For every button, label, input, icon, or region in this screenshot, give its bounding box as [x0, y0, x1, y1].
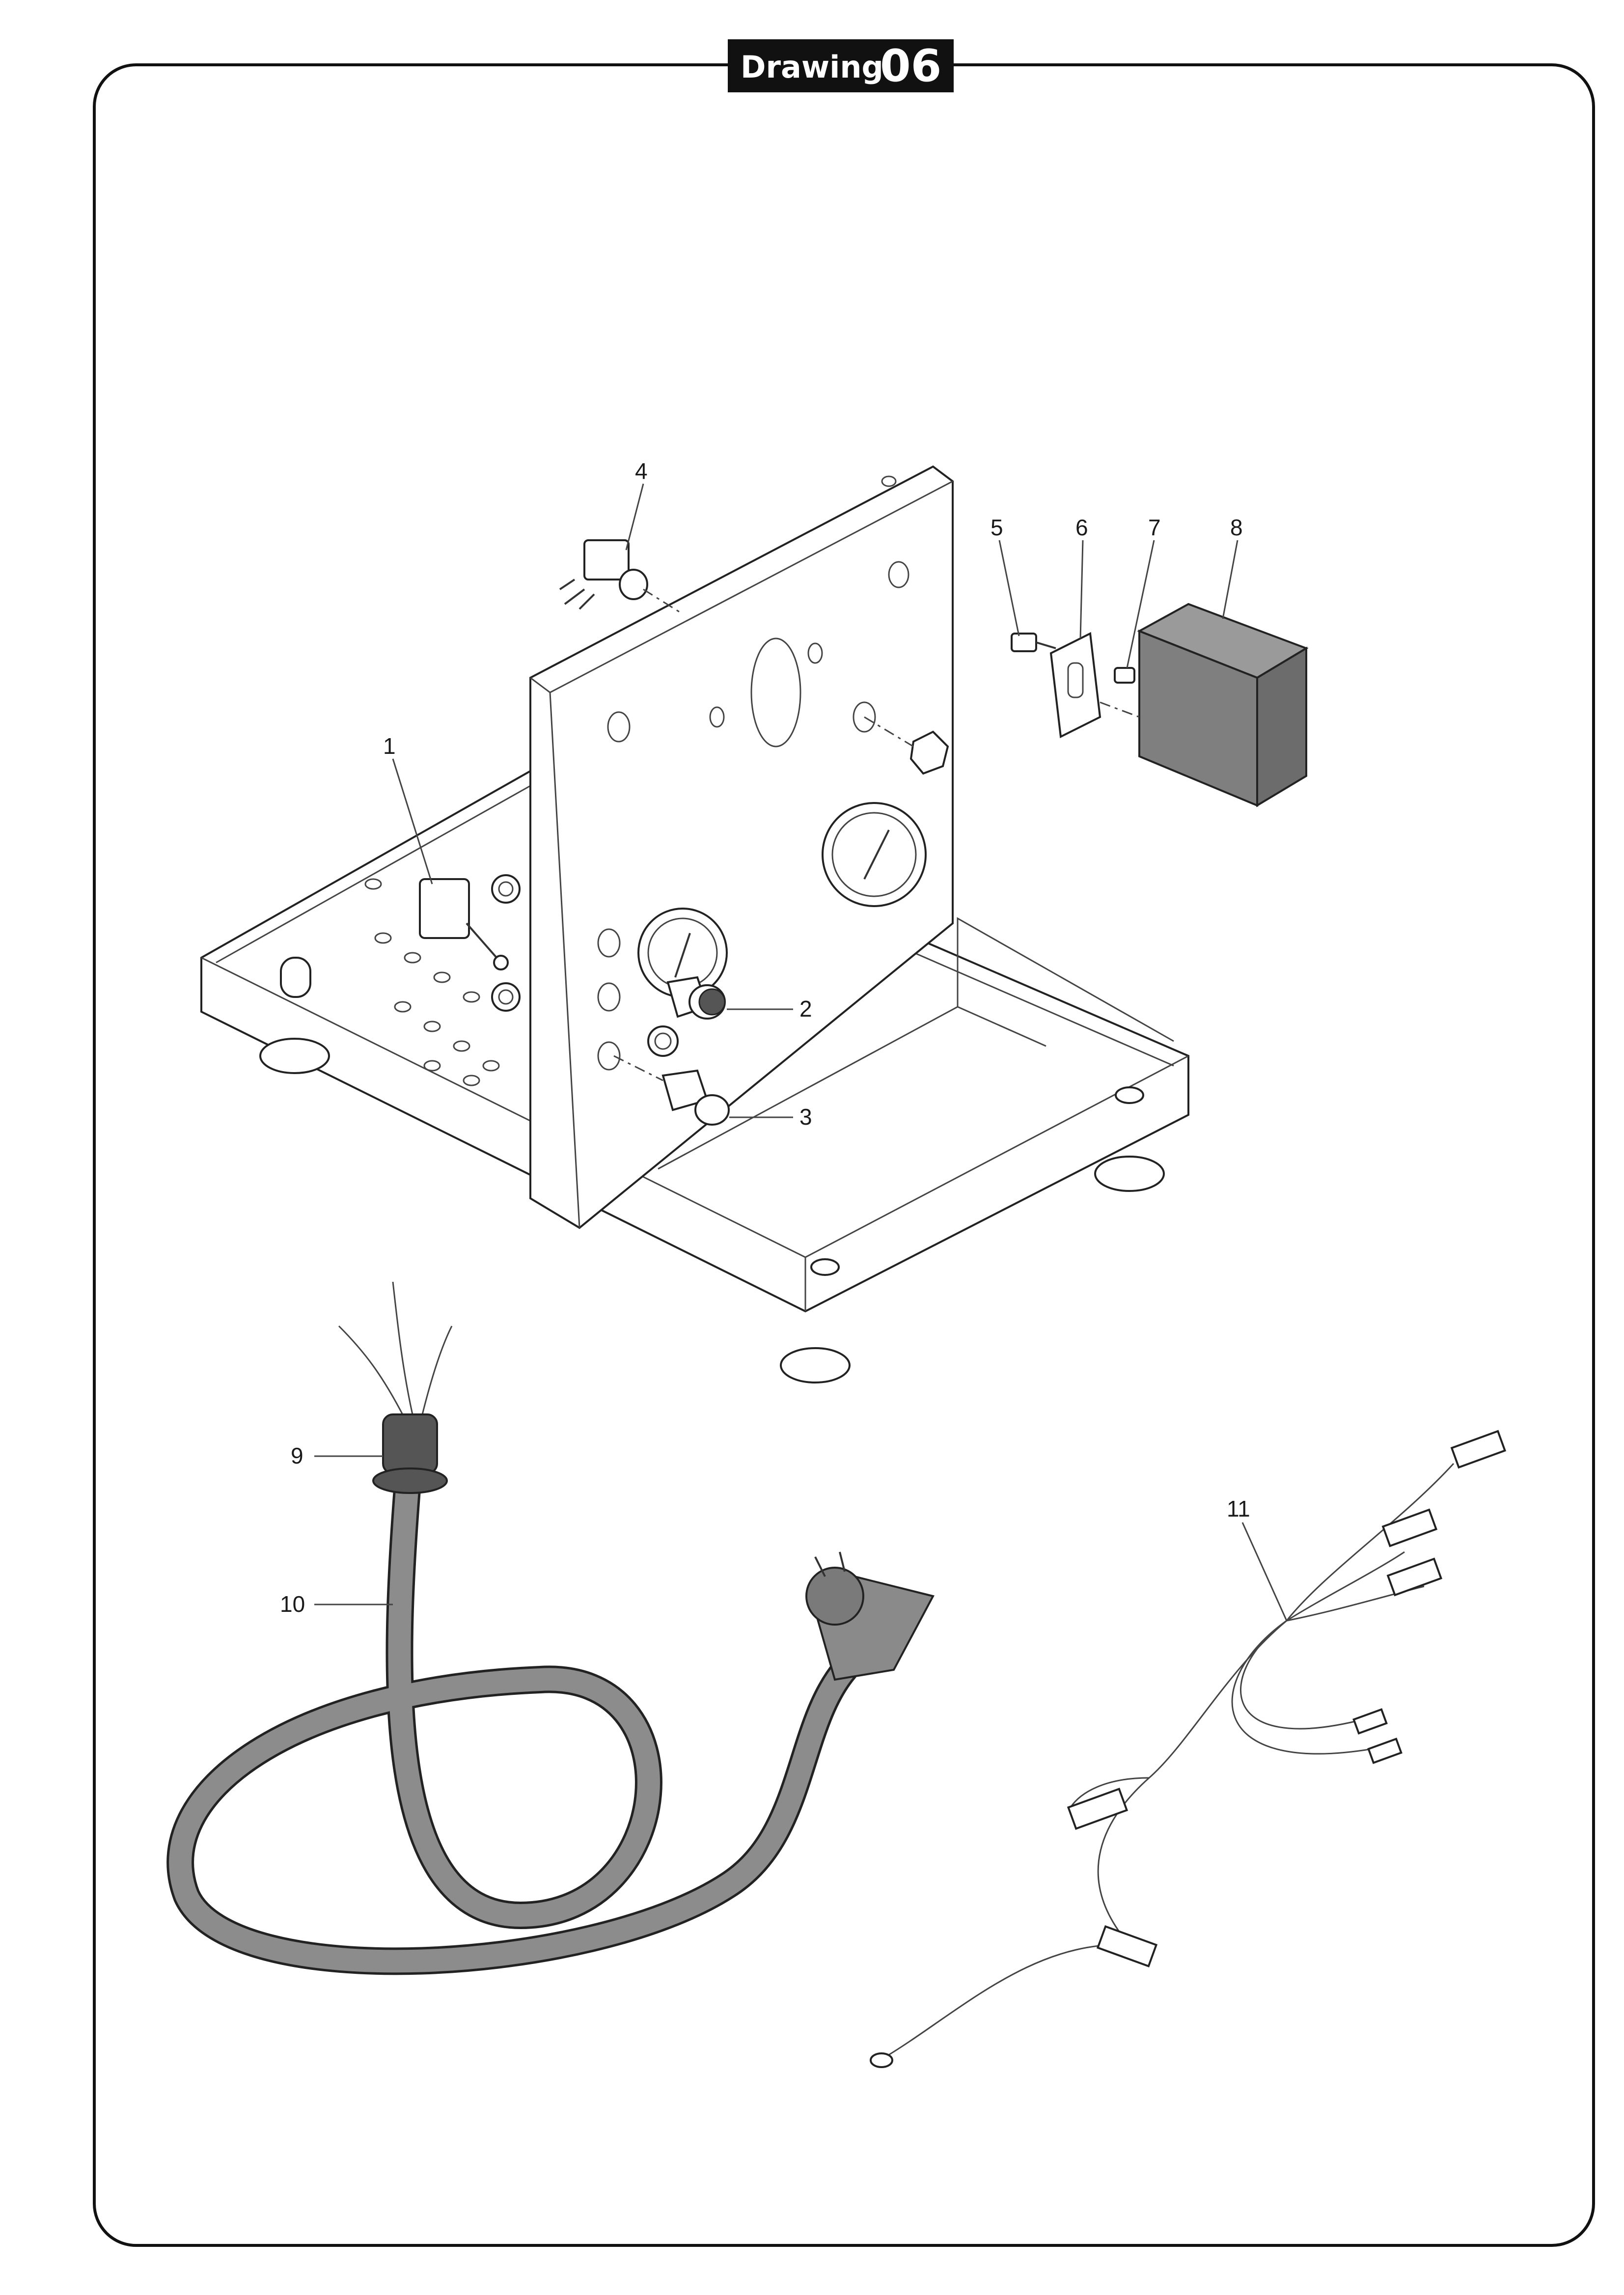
indicator-lamp-3 [613, 1055, 730, 1126]
leader-1 [392, 758, 433, 885]
screw-5 [1011, 633, 1056, 652]
leader-8 [1222, 540, 1239, 619]
terminal [1381, 1508, 1438, 1548]
callouts: 1 2 3 4 5 6 7 8 9 10 11 [280, 458, 1288, 1621]
cord-cable [166, 1469, 858, 1975]
bracket-6 [1049, 632, 1101, 739]
leader-6 [1079, 540, 1084, 639]
callout-6: 6 [1075, 515, 1088, 540]
foot [1094, 1156, 1165, 1192]
wiring-harness [870, 1430, 1507, 2068]
callout-7: 7 [1148, 515, 1161, 540]
foot [780, 1347, 851, 1383]
power-cord [166, 1281, 935, 1975]
callout-11: 11 [1227, 1496, 1250, 1521]
vertical-panel [529, 465, 954, 1229]
leader-11 [1241, 1522, 1288, 1621]
terminal [1096, 1925, 1158, 1967]
callout-10: 10 [280, 1591, 305, 1617]
drawing-title: Drawing 06 [728, 39, 954, 92]
strain-relief-9 [372, 1413, 448, 1494]
screw-7 [1114, 667, 1135, 684]
large-gauge [822, 802, 927, 907]
terminal [1352, 1708, 1388, 1735]
lamp-lens [698, 988, 726, 1016]
microswitch [559, 539, 683, 615]
callout-9: 9 [291, 1443, 303, 1468]
indicator-lamp-2 [647, 976, 726, 1057]
leader-4 [625, 483, 644, 551]
terminal [1450, 1430, 1507, 1469]
title-word: Drawing [741, 49, 883, 85]
leader-7 [1126, 540, 1155, 668]
callout-2: 2 [799, 996, 812, 1022]
terminal [1067, 1788, 1129, 1830]
callout-8: 8 [1230, 515, 1243, 540]
foot [259, 1038, 330, 1074]
toggle-switch [419, 874, 521, 1012]
panel-nut [909, 730, 949, 775]
perforation-holes [364, 878, 500, 1086]
electrical-box-8 [1100, 603, 1309, 807]
callout-5: 5 [991, 515, 1003, 540]
callout-4: 4 [635, 458, 648, 484]
callout-1: 1 [383, 733, 396, 759]
terminal [1367, 1738, 1403, 1764]
title-badge [728, 39, 954, 92]
leader-5 [998, 540, 1020, 636]
box-side [1256, 646, 1307, 807]
base-frame [200, 465, 1189, 1383]
ring-terminal [870, 2052, 893, 2068]
title-number: 06 [880, 40, 941, 92]
callout-3: 3 [799, 1104, 812, 1130]
terminal [1386, 1557, 1443, 1597]
